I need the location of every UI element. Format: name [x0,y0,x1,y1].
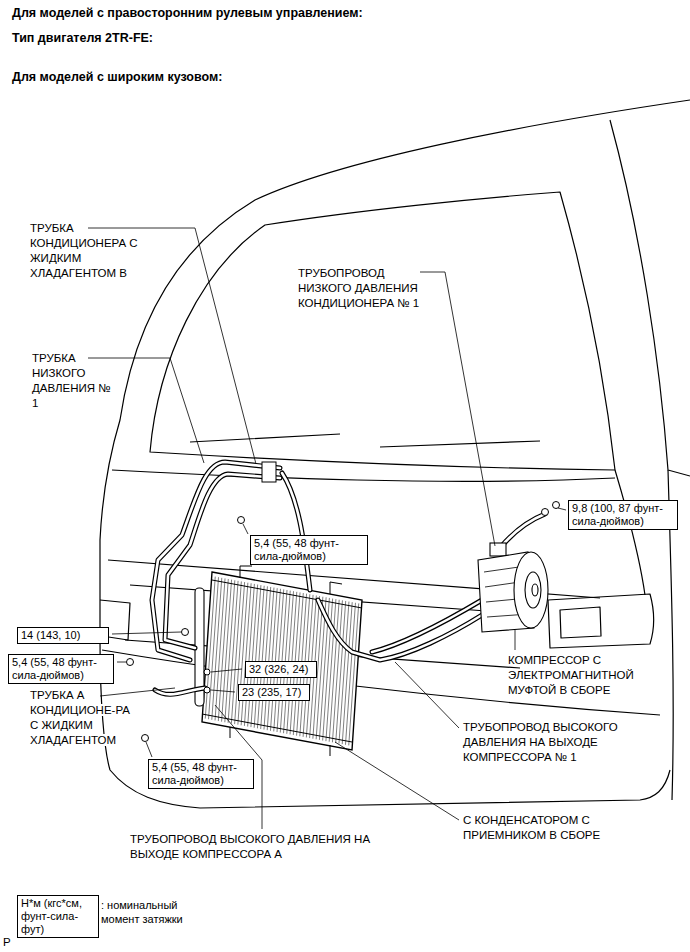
leader-line [100,688,175,696]
header-note-text: Для моделей с широким кузовом: [12,70,222,84]
part-label-text: КОМПРЕССОР С ЭЛЕКТРОМАГНИТНОЙ МУФТОЙ В С… [508,654,634,696]
legend-box: Н*м (кгс*см, фунт-сила-фут) [17,895,99,938]
discharge-pipe-outline [318,600,482,660]
condenser-fin [349,603,359,745]
leader-line [211,690,235,692]
torque-box: 5,4 (55, 48 фунт-сила-дюймов) [8,654,114,684]
ac-parts [152,462,545,756]
torque-value: 5,4 (55, 48 фунт-сила-дюймов) [12,656,110,682]
torque-value: 5,4 (55, 48 фунт-сила-дюймов) [152,761,250,787]
pipe-clamp [262,462,276,482]
torque-box: 5,4 (55, 48 фунт-сила-дюймов) [148,759,254,789]
hood-line [112,470,615,481]
leader-line [395,662,459,728]
leader-line [211,669,242,672]
torque-value: 9,8 (100, 87 фунт-сила-дюймов) [572,502,674,528]
torque-box: 5,4 (55, 48 фунт-сила-дюймов) [250,535,368,565]
torque-value: 5,4 (55, 48 фунт-сила-дюймов) [254,537,364,563]
wiper [190,434,540,447]
condenser-frame [202,572,362,750]
leader-line [146,742,152,757]
torque-box: 32 (326, 24) [245,661,317,678]
leader-line [117,662,126,663]
part-label-text: ТРУБКА А КОНДИЦИОНЕ-РА С ЖИДКИМ ХЛАДАГЕН… [30,689,130,746]
header-note: Тип двигателя 2TR-FE: [12,31,412,46]
bolt [553,502,560,509]
condenser [195,566,362,756]
van-body-outline [100,100,690,808]
body-line [615,470,645,595]
part-label: ТРУБКА КОНДИЦИОНЕРА С ЖИДКИМ ХЛАДАГЕНТОМ… [30,221,160,281]
leader-line [420,272,495,546]
bolt [204,687,210,693]
part-label-text: ТРУБКА НИЗКОГО ДАВЛЕНИЯ № 1 [32,352,111,409]
compressor-fitting [490,543,506,556]
legend-text: : номинальный момент затяжки [101,899,183,925]
bolts [127,502,560,742]
bolt [542,509,549,516]
bumper-line [100,640,670,808]
headlamp [560,607,601,638]
torque-box: 23 (235, 17) [238,684,310,701]
suction-pipe [500,514,545,548]
discharge-pipe-inner [318,600,482,660]
torque-value: Н*м (кгс*см, фунт-сила-фут) [21,897,95,936]
headlamp [548,594,654,648]
header-note-text: Тип двигателя 2TR-FE: [12,31,153,45]
torque-value: 14 (143, 10) [21,629,105,642]
bolt [127,659,134,666]
leader-line [112,632,181,634]
bolt [142,735,149,742]
windshield [150,192,615,470]
part-label-text: ТРУБОПРОВОД ВЫСОКОГО ДАВЛЕНИЯ НА ВЫХОДЕ … [463,721,618,763]
compressor-pulley [525,572,541,608]
part-label-text: ТРУБОПРОВОД НИЗКОГО ДАВЛЕНИЯ КОНДИЦИОНЕР… [298,267,419,309]
part-label: ТРУБОПРОВОД ВЫСОКОГО ДАВЛЕНИЯ НА ВЫХОДЕ … [130,832,410,862]
part-label: ТРУБКА А КОНДИЦИОНЕ-РА С ЖИДКИМ ХЛАДАГЕН… [30,688,135,748]
compressor-pulley [514,552,548,628]
torque-box: 9,8 (100, 87 фунт-сила-дюймов) [568,500,678,530]
leader-line [335,742,459,820]
bolt [238,517,245,524]
torque-value: 23 (235, 17) [242,686,306,699]
pipe [282,473,310,590]
condenser-bracket [230,566,342,756]
header-note: Для моделей с правосторонним рулевым упр… [12,6,612,21]
leader-line [88,228,256,464]
compressor [478,543,548,632]
leader-line [558,508,566,510]
pipe-inner [282,473,310,590]
part-label-text: С КОНДЕНСАТОРОМ С ПРИЕМНИКОМ В СБОРЕ [463,814,600,841]
compressor-pulley [532,584,538,596]
part-label: КОМПРЕССОР С ЭЛЕКТРОМАГНИТНОЙ МУФТОЙ В С… [508,653,673,698]
suction-pipe-inner [500,514,545,548]
leader-line [243,524,248,534]
part-label: ТРУБОПРОВОД НИЗКОГО ДАВЛЕНИЯ КОНДИЦИОНЕР… [298,266,430,311]
suction-pipe-outline [500,514,545,548]
part-label-text: ТРУБКА КОНДИЦИОНЕРА С ЖИДКИМ ХЛАДАГЕНТОМ… [30,222,138,279]
bolt [182,629,189,636]
page-letter-text: P [3,936,11,948]
header-text: Для моделей с правосторонним рулевым упр… [12,6,363,20]
leader-line [88,358,204,463]
torque-box: 14 (143, 10) [17,627,109,644]
part-label: С КОНДЕНСАТОРОМ С ПРИЕМНИКОМ В СБОРЕ [463,813,648,843]
discharge-pipe [318,600,482,660]
body-line [610,120,690,476]
torque-value: 32 (326, 24) [249,663,313,676]
body-line [100,100,690,640]
leader-line [515,630,516,650]
part-label-text: ТРУБОПРОВОД ВЫСОКОГО ДАВЛЕНИЯ НА ВЫХОДЕ … [130,833,370,860]
legend-entry: : номинальный момент затяжки [101,898,216,926]
bolt [204,669,210,675]
pipe-outline [282,473,310,590]
header-note: Для моделей с широким кузовом: [12,70,412,85]
part-label: ТРУБОПРОВОД ВЫСОКОГО ДАВЛЕНИЯ НА ВЫХОДЕ … [463,720,673,765]
part-label: ТРУБКА НИЗКОГО ДАВЛЕНИЯ № 1 [32,351,112,411]
